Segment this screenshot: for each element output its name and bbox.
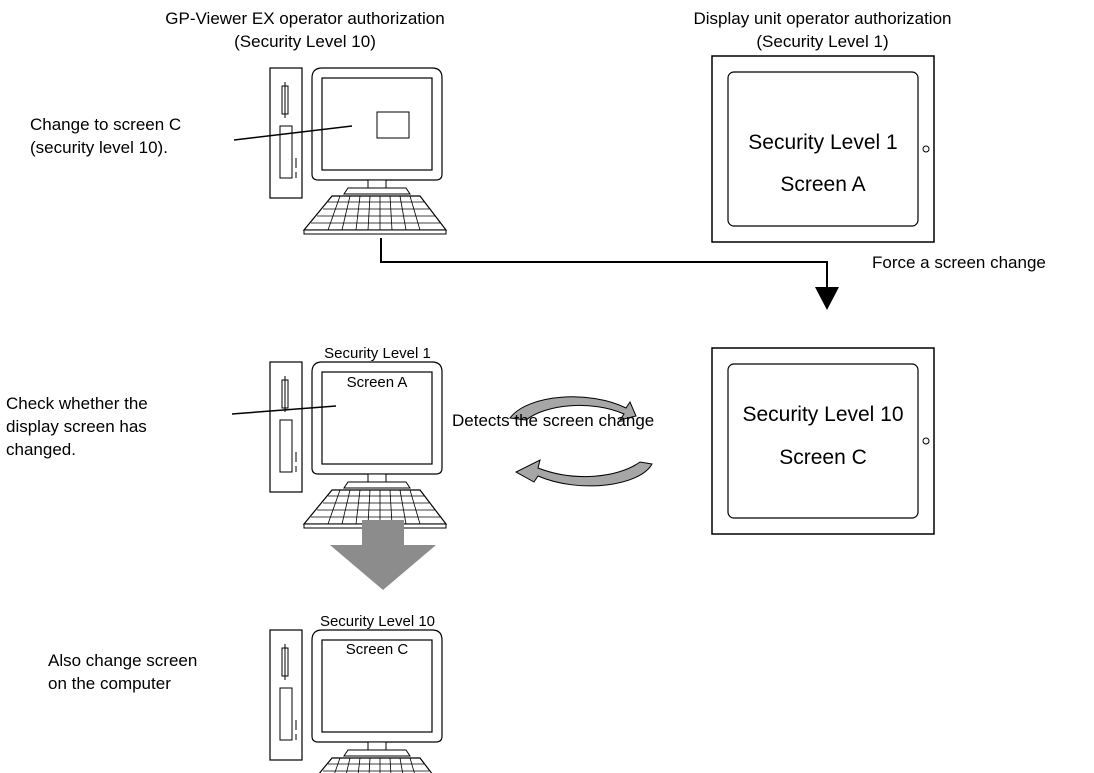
- pc-bottom-level: Security Level 10: [319, 613, 436, 630]
- note-step2-line2: display screen has: [6, 417, 147, 436]
- note-step3-line2: on the computer: [48, 674, 171, 693]
- display-bottom-screen: Screen C: [779, 446, 867, 469]
- down-arrow-head: [815, 287, 839, 310]
- header-right-line1: Display unit operator authorization: [693, 9, 952, 28]
- display-top-screen: Screen A: [780, 173, 866, 196]
- detects-screen-change-label: Detects the screen change: [452, 411, 655, 430]
- note-step2-line1: Check whether the: [6, 394, 148, 413]
- note-step1-line1: Change to screen C: [30, 115, 182, 134]
- cycle-arrows-icon: [509, 396, 653, 487]
- display-unit-bottom: [711, 347, 935, 535]
- header-right-line2: (Security Level 1): [756, 32, 889, 51]
- screen-c-window: [376, 111, 410, 139]
- computer-top: [269, 67, 447, 235]
- pc-bottom-screen: Screen C: [345, 641, 409, 658]
- display-top-level: Security Level 1: [748, 131, 898, 154]
- pc-middle-level: Security Level 1: [324, 345, 431, 362]
- note-step1-line2: (security level 10).: [30, 138, 168, 157]
- force-screen-change-label: Force a screen change: [872, 253, 1046, 272]
- display-bottom-level: Security Level 10: [742, 403, 904, 426]
- big-down-arrow: [330, 520, 436, 590]
- connector-line: [380, 238, 828, 290]
- note-step2-line3: changed.: [6, 440, 76, 459]
- leader-line-step2: [231, 405, 337, 415]
- pc-middle-screen: Screen A: [346, 374, 408, 391]
- note-step3-line1: Also change screen: [48, 651, 198, 670]
- header-left-line2: (Security Level 10): [234, 32, 376, 51]
- leader-line-step1: [233, 125, 353, 141]
- header-left-line1: GP-Viewer EX operator authorization: [165, 9, 445, 28]
